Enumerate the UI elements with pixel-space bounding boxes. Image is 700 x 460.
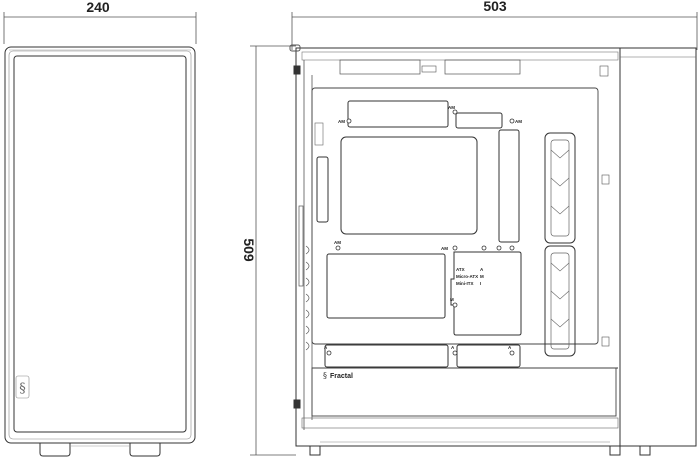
standoff-hole (509, 245, 515, 251)
side-foot-front (609, 446, 621, 456)
standoff-hole (452, 302, 458, 308)
top-cutout-2 (444, 59, 521, 75)
expansion-slot-brackets (298, 205, 310, 351)
front-panel-bezel (8, 50, 192, 440)
psu-shroud (311, 367, 617, 417)
top-latch (599, 65, 609, 77)
standoff-hole (452, 350, 458, 356)
width-value: 240 (86, 0, 110, 15)
thumbscrew-top (293, 65, 301, 75)
standoff-label-am-left: AM (338, 119, 345, 124)
legend-code-atx: A (480, 267, 484, 272)
cable-cutout-lower-left (326, 253, 446, 319)
lower-fan-slot (544, 245, 576, 357)
standoff-hole (335, 245, 341, 251)
top-rear-handle (289, 44, 301, 52)
shroud-brand: § Fractal (323, 371, 353, 380)
side-view (289, 44, 697, 456)
standoff-hole (326, 350, 332, 356)
standoff-label-am-top: AM (448, 105, 455, 110)
expansion-rail (298, 205, 304, 287)
cable-cutout-top-right (455, 112, 503, 129)
lower-fan-blades (550, 262, 570, 328)
standoff-holes (326, 109, 515, 356)
depth-value: 503 (483, 0, 507, 14)
lower-fan-frame (544, 245, 576, 357)
lower-fan-inner (550, 252, 570, 350)
standoff-label-am-right: AM (515, 119, 522, 124)
legend-code-matx: M (480, 274, 484, 279)
front-view (4, 46, 196, 457)
top-rail (301, 51, 619, 61)
thumbscrew-bottom (293, 399, 301, 409)
upper-fan-inner (550, 139, 570, 237)
legend-name-itx: Mini-ITX (456, 281, 474, 286)
height-value: 509 (241, 238, 257, 262)
front-logo: § (15, 375, 30, 399)
depth-dimension (291, 12, 698, 50)
standoff-hole (481, 245, 487, 251)
standoff-hole (509, 118, 515, 124)
legend-name-atx: ATX (456, 267, 465, 272)
front-foot-left (39, 443, 71, 457)
standoff-label-am-mid-right: AM (441, 246, 448, 251)
standoff-hole (496, 245, 502, 251)
brand-logo-icon: § (323, 371, 327, 380)
drive-clip-lower (601, 336, 610, 347)
motherboard-tray (311, 87, 599, 345)
front-logo-frame (15, 375, 30, 399)
psu-cutout-right (456, 344, 521, 368)
side-chassis-outer (295, 47, 697, 447)
expansion-slot-clips (305, 245, 310, 351)
standoff-label-am-mid-left: AM (334, 240, 341, 245)
cable-cutout-top-left (347, 100, 449, 128)
front-panel-outer (4, 46, 196, 444)
cable-cutout-left (316, 156, 329, 223)
front-foot-right (129, 443, 161, 457)
top-connector (421, 65, 437, 73)
side-foot-rear (309, 446, 321, 456)
standoff-hole (509, 350, 515, 356)
height-dimension (250, 45, 296, 456)
legend-name-matx: Micro-ATX (456, 274, 478, 279)
cable-cutout-lower-right (450, 251, 522, 336)
form-factor-legend: ATX A Micro-ATX M Mini-ITX I (456, 267, 484, 286)
psu-cutout-left (324, 344, 449, 368)
fractal-logo-icon: § (19, 381, 26, 396)
legend-code-itx: I (480, 281, 481, 286)
front-foot-side (639, 446, 651, 456)
standoff-label-a-1: A (324, 345, 328, 350)
standoff-label-a-3: A (508, 345, 512, 350)
rear-slot-top (314, 122, 324, 146)
cable-cutout-right (498, 129, 520, 243)
standoff-label-a-2: A (451, 345, 455, 350)
bottom-rail (301, 417, 619, 429)
cpu-cutout (340, 136, 478, 235)
standoff-hole (346, 118, 352, 124)
standoff-label-m: M (450, 297, 454, 302)
front-panel-mesh (13, 55, 187, 433)
upper-fan-blades (550, 149, 570, 215)
upper-fan-slot (544, 132, 576, 244)
upper-fan-frame (544, 132, 576, 244)
standoff-hole (452, 109, 458, 115)
standoff-hole (452, 245, 458, 251)
brand-text: Fractal (330, 373, 353, 380)
drive-clip-upper (601, 174, 610, 185)
width-dimension (3, 12, 197, 44)
top-cutout-1 (339, 59, 421, 75)
